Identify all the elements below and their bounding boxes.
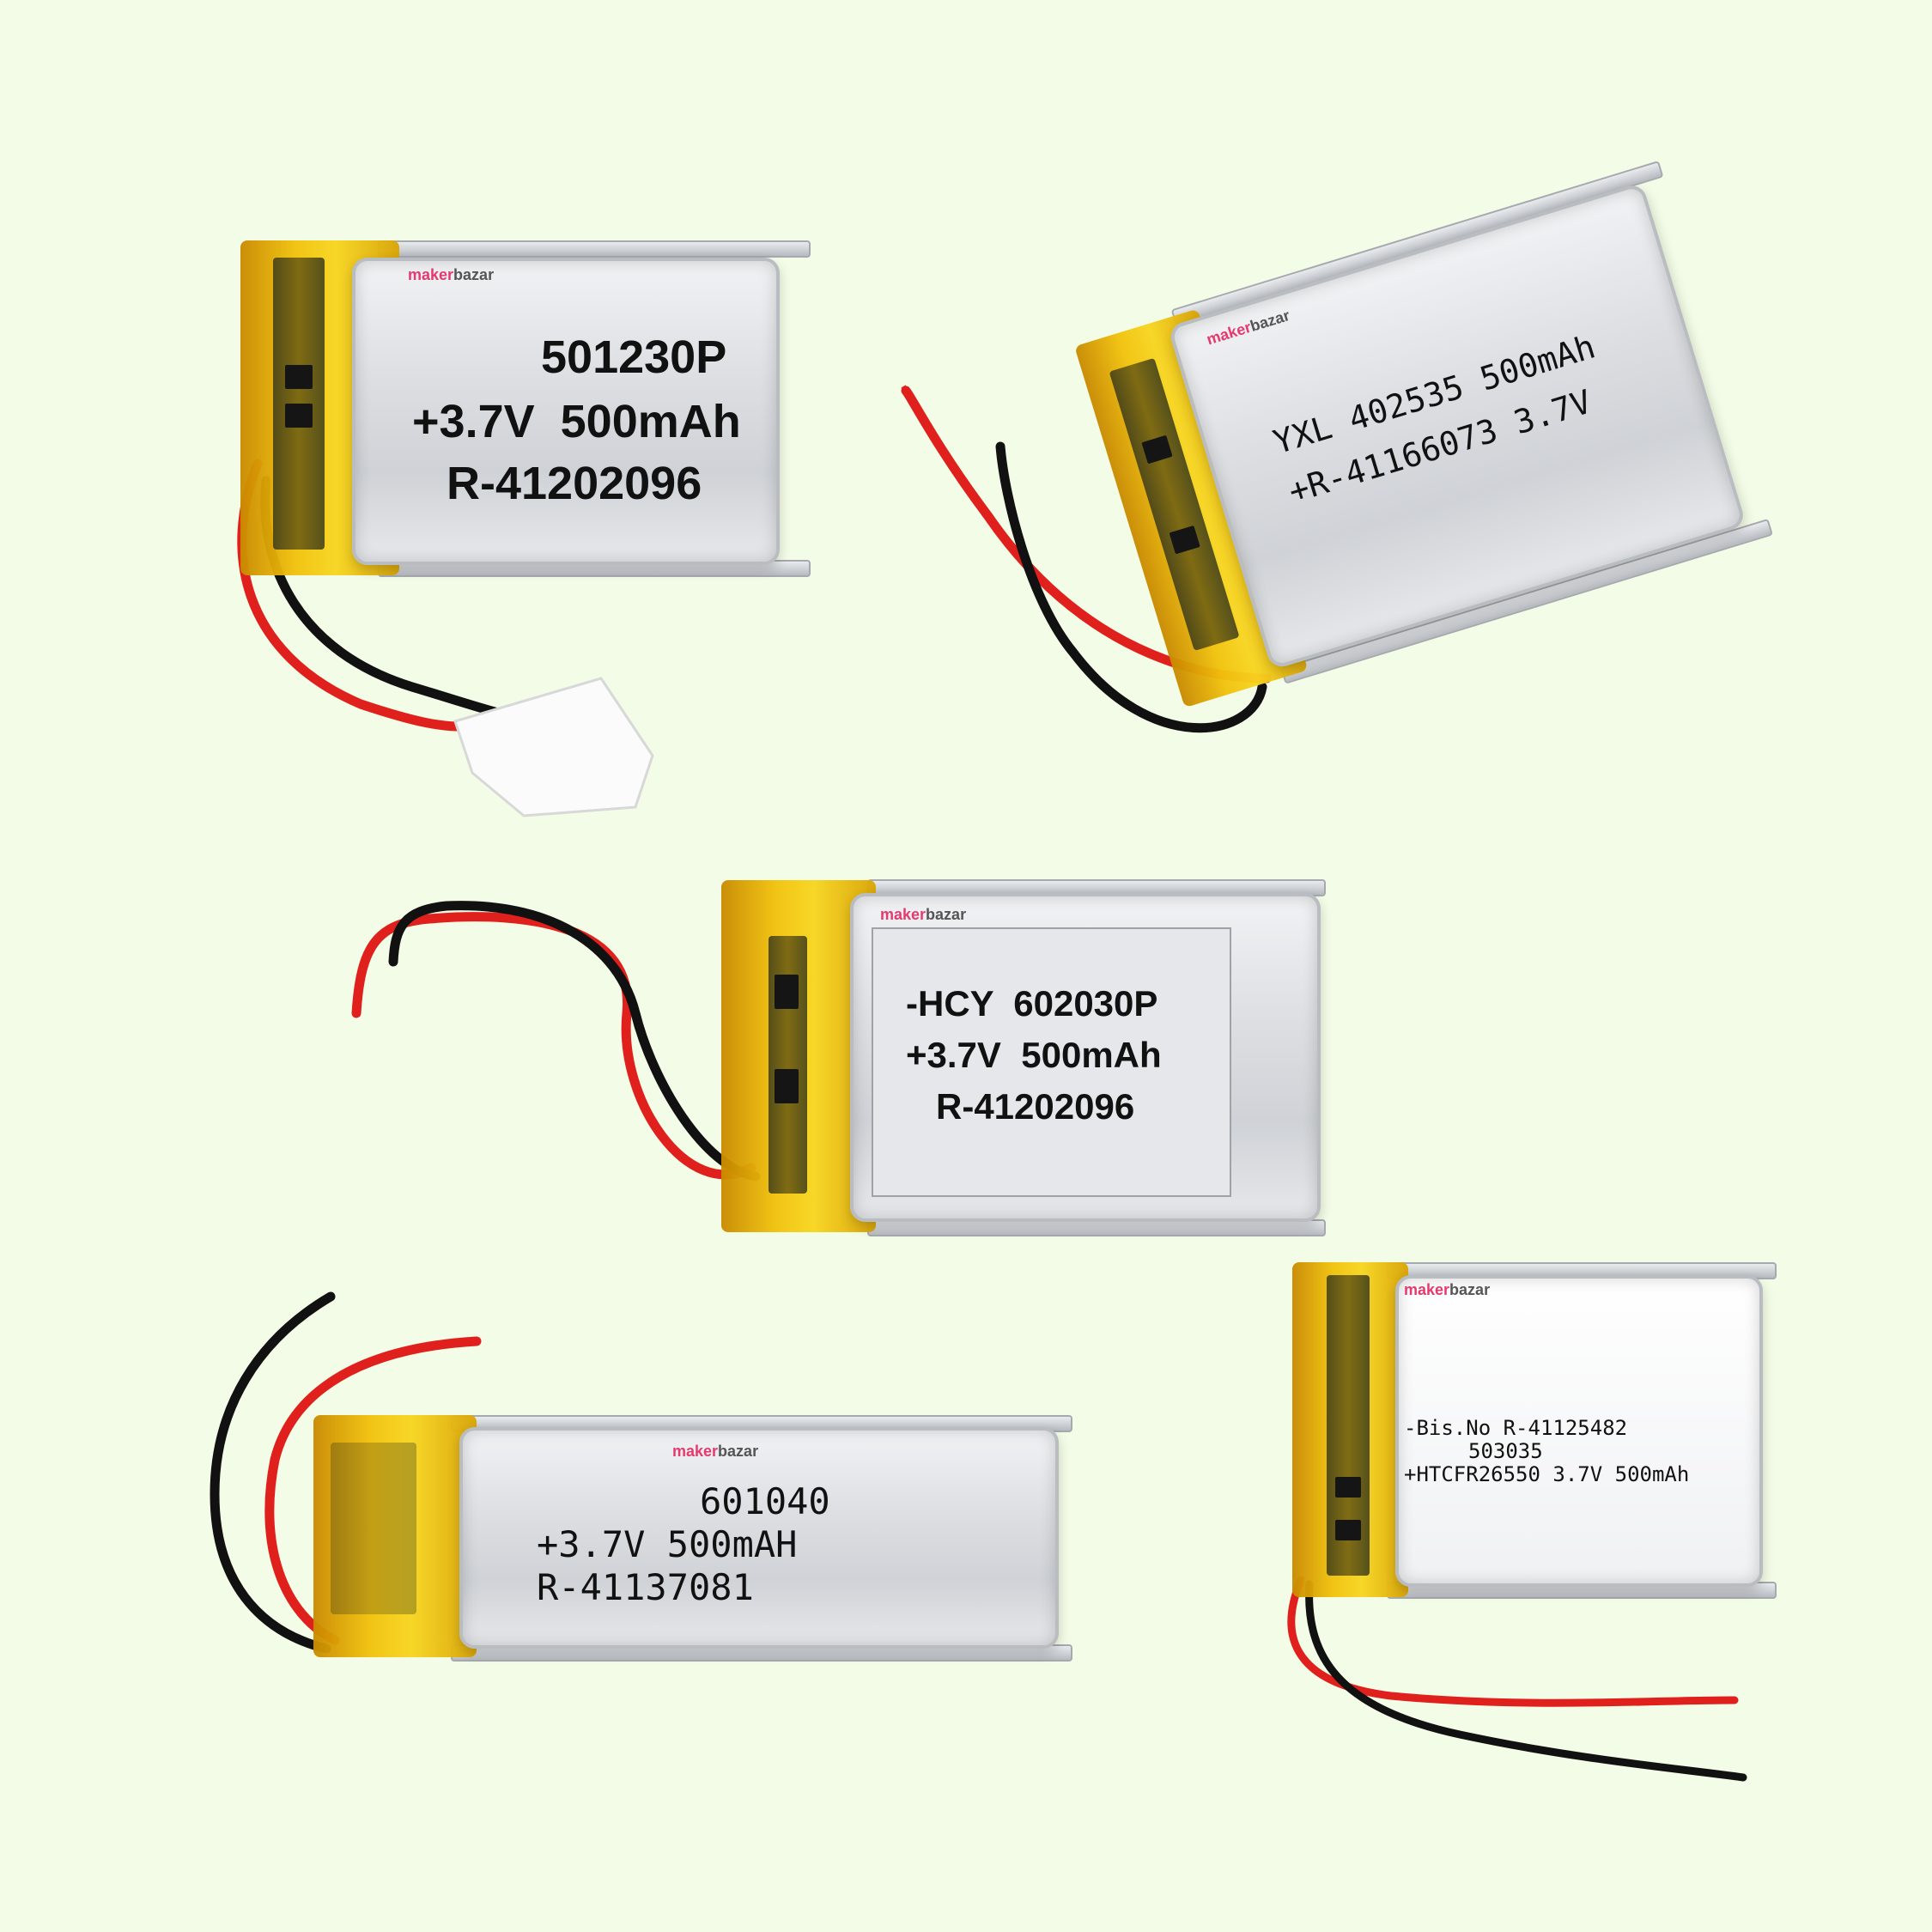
battery-501230p: makerbazar 501230P +3.7V 500mAh R-412020…: [240, 232, 811, 592]
pcb-chip: [1335, 1520, 1361, 1540]
kapton-tape: [313, 1415, 477, 1657]
battery-yxl-402535: makerbazar YXL 402535 500mAh +R-41166073…: [1069, 152, 1773, 725]
battery-503035: makerbazar -Bis.No R-41125482 503035 +HT…: [1292, 1262, 1777, 1606]
battery-cell: [1395, 1275, 1763, 1587]
battery-flange-top: [378, 240, 811, 258]
battery-label-line: R-41137081: [537, 1566, 754, 1608]
pcb-chip: [775, 1069, 799, 1103]
brand-logo: makerbazar: [672, 1443, 759, 1460]
battery-flange-bottom: [867, 1219, 1326, 1236]
battery-label-line: R-41202096: [936, 1086, 1135, 1127]
battery-label-line: 501230P: [541, 331, 727, 383]
battery-label-line: +HTCFR26550 3.7V 500mAh: [1404, 1462, 1690, 1486]
battery-label-line: 503035: [1468, 1439, 1543, 1463]
pcb-chip: [775, 975, 799, 1009]
brand-logo: makerbazar: [880, 906, 967, 923]
battery-label-line: -Bis.No R-41125482: [1404, 1416, 1628, 1440]
battery-label-line: +3.7V 500mAh: [906, 1035, 1162, 1075]
battery-cell: [459, 1427, 1059, 1649]
brand-logo: makerbazar: [1404, 1281, 1491, 1298]
battery-label-line: -HCY 602030P: [906, 983, 1158, 1024]
protection-circuit: [331, 1443, 416, 1614]
battery-601040: makerbazar 601040 +3.7V 500mAH R-4113708…: [313, 1408, 1086, 1666]
pcb-chip: [285, 404, 313, 428]
pcb-chip: [285, 365, 313, 389]
battery-label-line: 601040: [700, 1480, 830, 1522]
pcb-chip: [1335, 1477, 1361, 1498]
battery-hcy-602030p: makerbazar -HCY 602030P +3.7V 500mAh R-4…: [721, 876, 1331, 1236]
battery-label-line: +3.7V 500mAH: [537, 1523, 798, 1565]
brand-logo: makerbazar: [408, 266, 495, 283]
battery-label-line: R-41202096: [447, 458, 702, 509]
battery-label-line: +3.7V 500mAh: [412, 396, 741, 447]
battery-cell: [352, 258, 780, 565]
label-sticker: [872, 927, 1231, 1197]
